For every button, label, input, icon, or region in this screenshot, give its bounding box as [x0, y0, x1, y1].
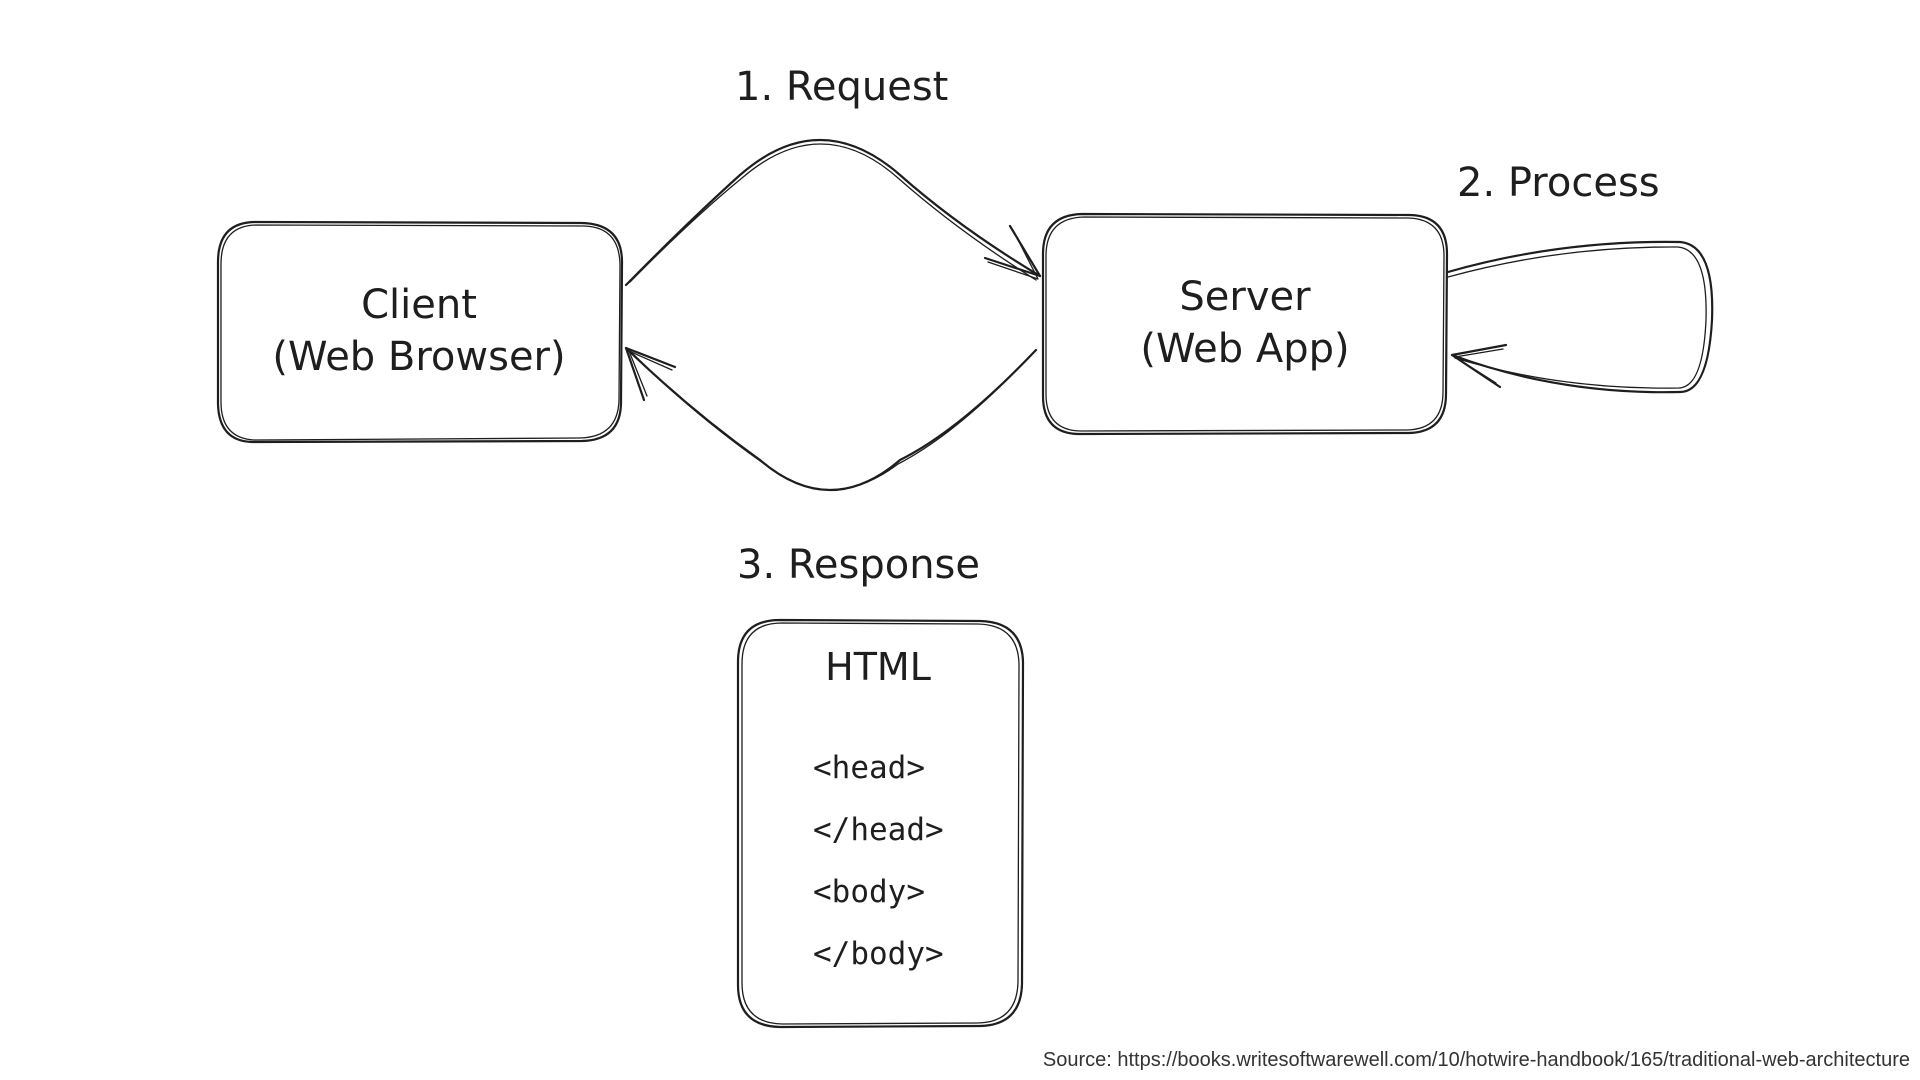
client-sublabel: (Web Browser): [272, 334, 565, 380]
html-tag-body-open: <body>: [813, 874, 925, 910]
html-title: HTML: [825, 645, 931, 689]
source-caption: Source: https://books.writesoftwarewell.…: [1043, 1049, 1910, 1071]
server-label: Server: [1179, 274, 1311, 320]
client-label: Client: [361, 282, 477, 328]
process-loop-arrow: [1446, 240, 1714, 394]
response-label: 3. Response: [737, 542, 980, 588]
server-node: Server (Web App): [1041, 212, 1449, 436]
html-tag-body-close: </body>: [813, 936, 944, 972]
html-tag-head-open: <head>: [813, 750, 925, 786]
server-sublabel: (Web App): [1140, 326, 1349, 372]
request-arrow: [624, 138, 1042, 287]
request-label: 1. Request: [735, 64, 948, 110]
html-document: HTML <head> </head> <body> </body>: [736, 618, 1025, 1029]
client-node: Client (Web Browser): [216, 220, 624, 444]
response-arrow: [624, 346, 1038, 492]
html-tag-head-close: </head>: [813, 812, 944, 848]
process-label: 2. Process: [1457, 160, 1660, 206]
